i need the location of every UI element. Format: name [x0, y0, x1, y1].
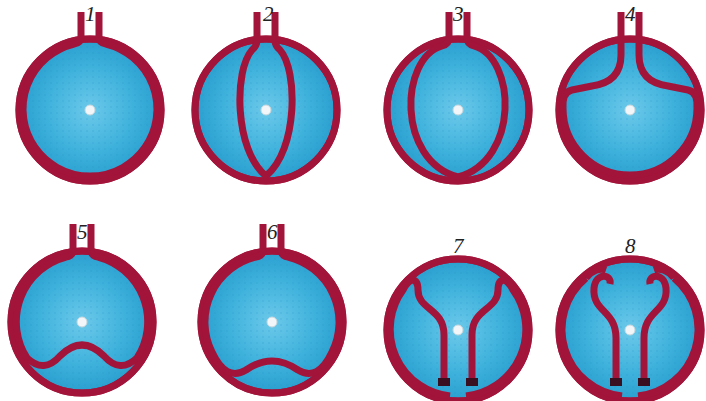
coil-7 — [387, 259, 529, 401]
panel-number: 6 — [267, 222, 278, 243]
panel-number: 1 — [85, 4, 96, 25]
panel-number: 8 — [625, 236, 636, 257]
panel-number: 7 — [453, 236, 464, 257]
coil-8 — [559, 259, 701, 401]
coil-5 — [11, 224, 153, 393]
panel-number: 3 — [453, 4, 464, 25]
coil-3 — [387, 12, 529, 181]
coil-2 — [195, 12, 337, 181]
coil-1 — [19, 12, 161, 181]
coil-4 — [559, 12, 701, 181]
panel-number: 2 — [263, 4, 274, 25]
panel-number: 4 — [625, 4, 636, 25]
panel-number: 5 — [77, 222, 88, 243]
coil-6 — [201, 224, 343, 393]
